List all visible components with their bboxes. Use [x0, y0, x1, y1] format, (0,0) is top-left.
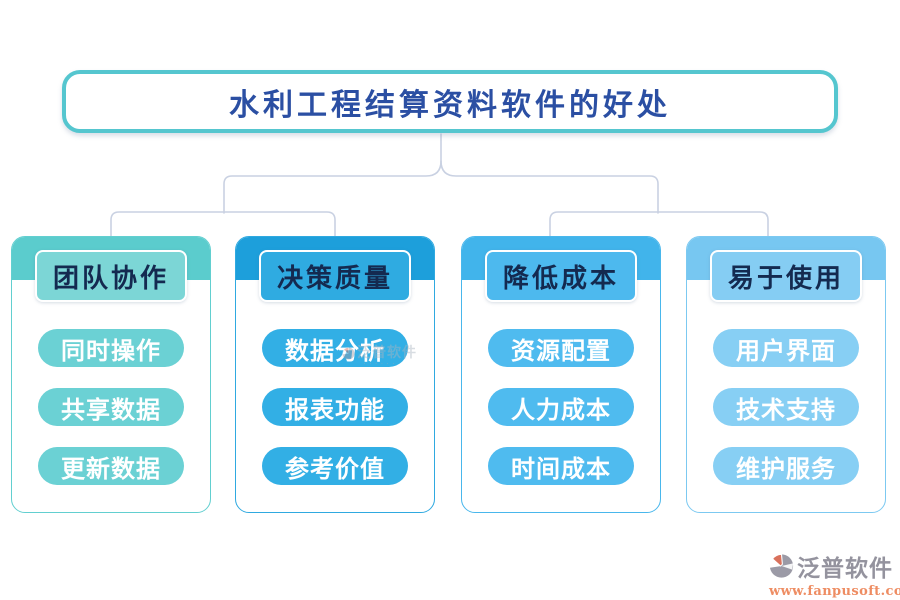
benefit-pill: 人力成本 — [488, 388, 634, 426]
branch-header-ease-of-use: 易于使用 — [710, 250, 862, 302]
root-title-node: 水利工程结算资料软件的好处 — [62, 70, 838, 133]
branch-label: 降低成本 — [502, 263, 619, 294]
branch-items-list: 同时操作 共享数据 更新数据 — [12, 329, 210, 485]
benefit-pill: 共享数据 — [38, 388, 184, 426]
connector-stem-left-branch — [223, 133, 442, 214]
branch-items-list: 数据分析 报表功能 参考价值 — [236, 329, 434, 485]
connector-stem-right-branch — [440, 160, 659, 214]
branch-card-teamwork: 团队协作 同时操作 共享数据 更新数据 — [11, 236, 211, 513]
benefit-pill: 资源配置 — [488, 329, 634, 367]
watermark-brand-text: 泛普软件 — [357, 345, 417, 361]
benefit-pill: 同时操作 — [38, 329, 184, 367]
benefit-pill: 时间成本 — [488, 447, 634, 485]
fanpu-logo-icon — [342, 346, 355, 360]
connector-bracket-left — [110, 211, 336, 237]
benefit-pill: 数据分析 — [262, 329, 408, 367]
diagram-title: 水利工程结算资料软件的好处 — [229, 87, 671, 123]
branch-header-cost-reduction: 降低成本 — [485, 250, 637, 302]
branch-label: 易于使用 — [727, 263, 844, 294]
branch-items-list: 资源配置 人力成本 时间成本 — [462, 329, 660, 485]
branch-card-ease-of-use: 易于使用 用户界面 技术支持 维护服务 — [686, 236, 886, 513]
benefit-pill: 维护服务 — [713, 447, 859, 485]
branch-label: 团队协作 — [52, 263, 169, 294]
benefit-pill: 参考价值 — [262, 447, 408, 485]
connector-bracket-right — [549, 211, 769, 237]
branch-header-decision-quality: 决策质量 — [259, 250, 411, 302]
benefit-pill: 更新数据 — [38, 447, 184, 485]
benefit-pill: 用户界面 — [713, 329, 859, 367]
branch-card-cost-reduction: 降低成本 资源配置 人力成本 时间成本 — [461, 236, 661, 513]
fanpu-logo-icon — [769, 553, 794, 578]
footer-brand-name: 泛普软件 — [797, 555, 893, 582]
branch-card-decision-quality: 决策质量 数据分析 报表功能 参考价值 — [235, 236, 435, 513]
branch-header-teamwork: 团队协作 — [35, 250, 187, 302]
watermark-subtext: · · · · · · — [363, 361, 396, 368]
footer-site-url[interactable]: www.fanpusoft.com — [769, 584, 900, 599]
fanpu-watermark: 泛普软件 · · · · · · — [342, 346, 417, 368]
benefit-pill: 技术支持 — [713, 388, 859, 426]
branch-items-list: 用户界面 技术支持 维护服务 — [687, 329, 885, 485]
branch-label: 决策质量 — [276, 263, 393, 294]
benefit-pill: 报表功能 — [262, 388, 408, 426]
footer-brand-block: 泛普软件 www.fanpusoft.com — [769, 549, 900, 599]
